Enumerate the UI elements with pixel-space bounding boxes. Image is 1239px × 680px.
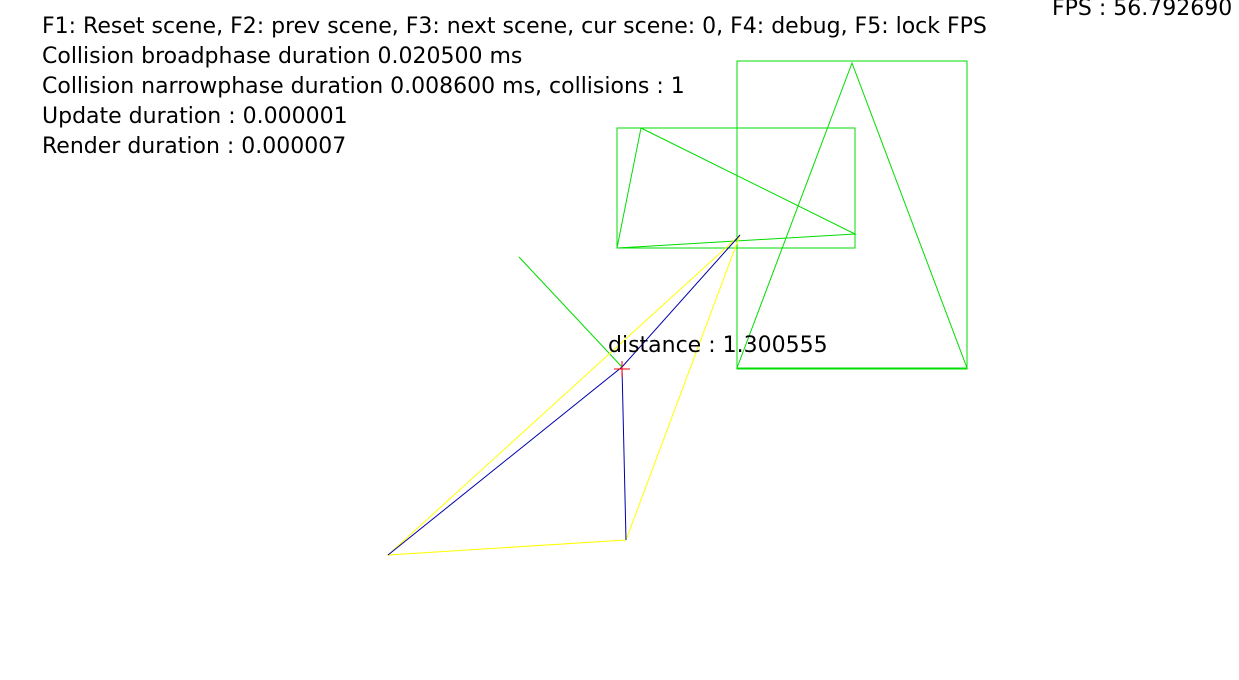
bounding-box-small xyxy=(616,127,856,249)
distance-label: distance : 1.300555 xyxy=(608,333,828,358)
polytope-edge-vertical xyxy=(621,366,627,541)
bounding-box-large xyxy=(736,60,968,370)
controls-hint: F1: Reset scene, F2: prev scene, F3: nex… xyxy=(42,14,987,39)
simplex-triangle xyxy=(386,234,741,556)
narrowphase-duration: Collision narrowphase duration 0.008600 … xyxy=(42,74,685,99)
contact-point-marker xyxy=(614,361,630,377)
render-duration: Render duration : 0.000007 xyxy=(42,134,347,159)
update-duration: Update duration : 0.000001 xyxy=(42,104,348,129)
triangle-shape-small xyxy=(616,127,857,249)
contact-normal-line xyxy=(518,256,623,368)
triangle-shape-large xyxy=(736,61,968,369)
fps-counter: FPS : 56.792690 xyxy=(1052,0,1233,21)
broadphase-duration: Collision broadphase duration 0.020500 m… xyxy=(42,44,523,69)
